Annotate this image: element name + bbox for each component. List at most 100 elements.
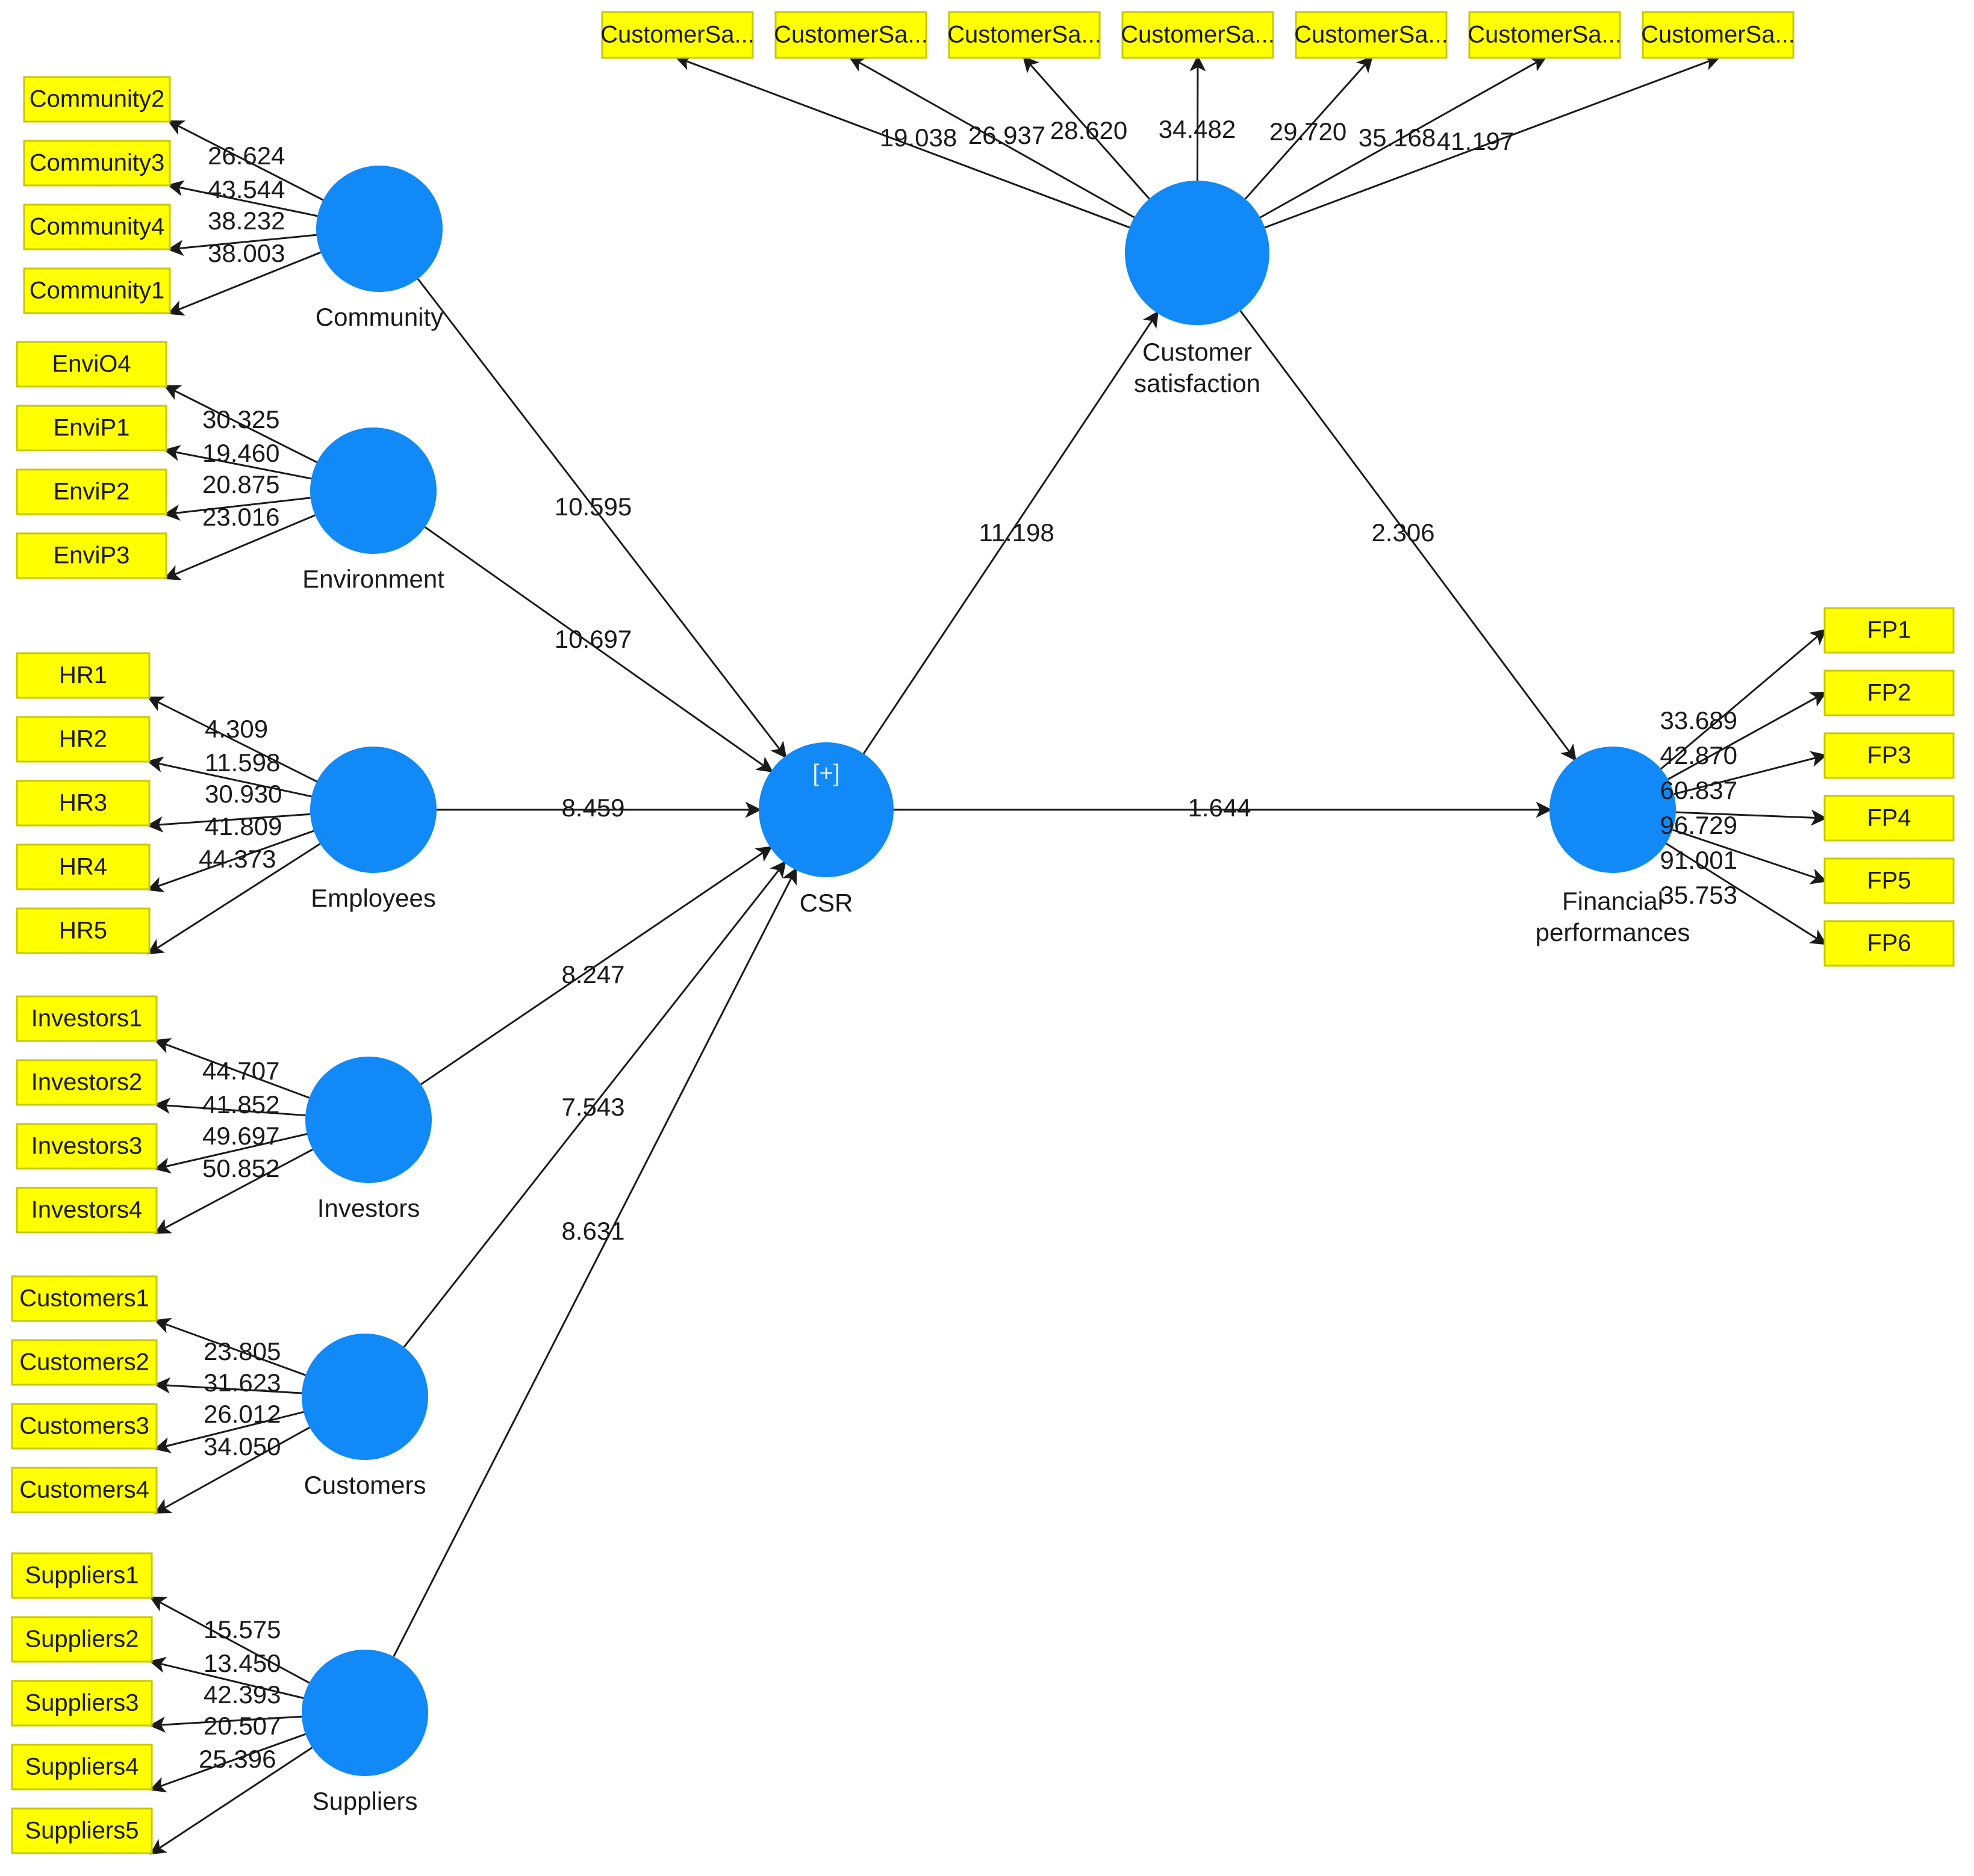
indicator-box[interactable]: Investors3 bbox=[16, 1123, 158, 1170]
indicator-label: HR4 bbox=[59, 854, 107, 880]
construct-label: satisfaction bbox=[1134, 369, 1260, 397]
construct-label: Environment bbox=[302, 565, 444, 593]
indicator-label: FP2 bbox=[1867, 680, 1911, 706]
indicator-label: Investors1 bbox=[31, 1005, 143, 1032]
indicator-label: FP3 bbox=[1867, 742, 1911, 769]
construct-node-financial[interactable] bbox=[1549, 747, 1676, 873]
indicator-label: Investors4 bbox=[31, 1197, 143, 1223]
indicator-box[interactable]: CustomerSa... bbox=[600, 11, 755, 59]
path-coefficient: 7.543 bbox=[561, 1093, 624, 1121]
labels-layer: 26.62443.54438.23238.00330.32519.46020.8… bbox=[199, 115, 1737, 1815]
loading-edge bbox=[1660, 629, 1827, 770]
indicator-box[interactable]: Suppliers4 bbox=[11, 1744, 153, 1791]
construct-node-community[interactable] bbox=[316, 166, 443, 292]
edges-layer bbox=[146, 55, 1828, 1855]
indicator-box[interactable]: Customers2 bbox=[11, 1339, 158, 1386]
indicator-label: EnviP1 bbox=[54, 415, 130, 441]
indicator-box[interactable]: Customers4 bbox=[11, 1467, 158, 1514]
indicator-box[interactable]: EnviP2 bbox=[16, 468, 167, 515]
indicator-box[interactable]: Community3 bbox=[23, 140, 171, 187]
loading-value: 41.852 bbox=[202, 1090, 279, 1119]
construct-node-employees[interactable] bbox=[310, 747, 437, 873]
construct-node-environment[interactable] bbox=[310, 427, 437, 554]
loading-edge bbox=[167, 251, 322, 316]
construct-node-satisfaction[interactable] bbox=[1125, 181, 1269, 325]
indicator-label: Suppliers3 bbox=[25, 1690, 139, 1716]
indicator-box[interactable]: CustomerSa... bbox=[1121, 11, 1275, 59]
indicator-box[interactable]: HR1 bbox=[16, 652, 151, 699]
indicator-box[interactable]: FP2 bbox=[1823, 669, 1955, 716]
construct-node-suppliers[interactable] bbox=[302, 1650, 428, 1776]
indicator-box[interactable]: CustomerSa... bbox=[1294, 11, 1448, 59]
loading-edge bbox=[147, 843, 321, 955]
indicator-label: Investors3 bbox=[31, 1133, 143, 1160]
indicator-box[interactable]: FP4 bbox=[1823, 795, 1955, 842]
construct-node-customers[interactable] bbox=[302, 1334, 428, 1460]
indicator-label: CustomerSa... bbox=[1641, 22, 1795, 48]
indicator-box[interactable]: CustomerSa... bbox=[1468, 11, 1622, 59]
indicator-box[interactable]: HR3 bbox=[16, 780, 151, 827]
indicator-box[interactable]: HR4 bbox=[16, 843, 151, 890]
indicator-box[interactable]: HR5 bbox=[16, 907, 151, 954]
loading-value: 50.852 bbox=[202, 1154, 279, 1182]
loading-edge bbox=[674, 55, 1130, 229]
indicator-box[interactable]: Community4 bbox=[23, 203, 171, 250]
indicator-box[interactable]: FP6 bbox=[1823, 920, 1955, 967]
loading-value: 49.697 bbox=[202, 1122, 279, 1150]
indicator-box[interactable]: CustomerSa... bbox=[774, 11, 928, 59]
indicator-box[interactable]: Customers3 bbox=[11, 1403, 158, 1450]
loading-value: 38.003 bbox=[208, 239, 285, 267]
loading-edge bbox=[1244, 55, 1373, 200]
loading-value: 34.050 bbox=[204, 1432, 281, 1461]
indicator-box[interactable]: EnviP1 bbox=[16, 405, 167, 452]
structural-edge-csr-satisfaction bbox=[862, 311, 1159, 754]
indicator-label: CustomerSa... bbox=[1294, 22, 1448, 48]
indicator-label: Community1 bbox=[30, 278, 165, 304]
indicator-label: Community2 bbox=[30, 86, 165, 113]
indicator-label: CustomerSa... bbox=[1468, 22, 1622, 48]
loading-edge bbox=[163, 445, 312, 480]
construct-label: Financial bbox=[1562, 887, 1663, 915]
structural-edge-customers-csr bbox=[403, 860, 786, 1348]
loading-edge bbox=[146, 696, 317, 783]
indicator-box[interactable]: EnviP3 bbox=[16, 532, 167, 579]
indicator-box[interactable]: Community1 bbox=[23, 267, 171, 314]
loading-edge bbox=[154, 1098, 306, 1117]
indicator-label: CustomerSa... bbox=[600, 22, 755, 48]
loading-value: 20.507 bbox=[204, 1712, 281, 1740]
construct-label: Investors bbox=[317, 1194, 420, 1222]
indicator-box[interactable]: Investors2 bbox=[16, 1059, 158, 1106]
indicator-box[interactable]: Suppliers5 bbox=[11, 1807, 153, 1854]
construct-label: performances bbox=[1536, 918, 1690, 946]
indicator-box[interactable]: CustomerSa... bbox=[1641, 11, 1795, 59]
indicator-box[interactable]: Suppliers1 bbox=[11, 1552, 153, 1599]
indicator-box[interactable]: FP1 bbox=[1823, 607, 1955, 654]
loading-edge bbox=[1667, 691, 1827, 780]
construct-node-csr[interactable]: [+] bbox=[759, 742, 894, 877]
loading-edge bbox=[167, 120, 324, 201]
indicator-box[interactable]: Investors1 bbox=[16, 995, 158, 1042]
loading-edge bbox=[1023, 55, 1150, 200]
indicator-box[interactable]: HR2 bbox=[16, 716, 151, 763]
path-coefficient: 8.247 bbox=[561, 960, 624, 989]
loading-value: 44.707 bbox=[202, 1057, 279, 1085]
indicator-box[interactable]: CustomerSa... bbox=[947, 11, 1101, 59]
construct-label: Employees bbox=[311, 884, 436, 912]
indicator-box[interactable]: FP3 bbox=[1823, 732, 1955, 779]
indicator-box[interactable]: FP5 bbox=[1823, 857, 1955, 904]
indicator-box[interactable]: EnviO4 bbox=[16, 341, 167, 388]
indicator-box[interactable]: Community2 bbox=[23, 76, 171, 123]
loading-value: 43.544 bbox=[208, 175, 285, 203]
path-coefficient: 11.198 bbox=[979, 518, 1054, 547]
loading-edge bbox=[146, 830, 314, 893]
indicator-label: EnviP3 bbox=[54, 542, 130, 569]
indicator-box[interactable]: Investors4 bbox=[16, 1187, 158, 1234]
indicator-box[interactable]: Customers1 bbox=[11, 1275, 158, 1322]
loading-edge bbox=[1264, 55, 1721, 229]
indicator-label: CustomerSa... bbox=[947, 22, 1101, 48]
loading-edge bbox=[154, 1133, 308, 1174]
indicator-box[interactable]: Suppliers3 bbox=[11, 1680, 153, 1727]
construct-node-investors[interactable] bbox=[305, 1057, 432, 1183]
indicator-box[interactable]: Suppliers2 bbox=[11, 1616, 153, 1663]
